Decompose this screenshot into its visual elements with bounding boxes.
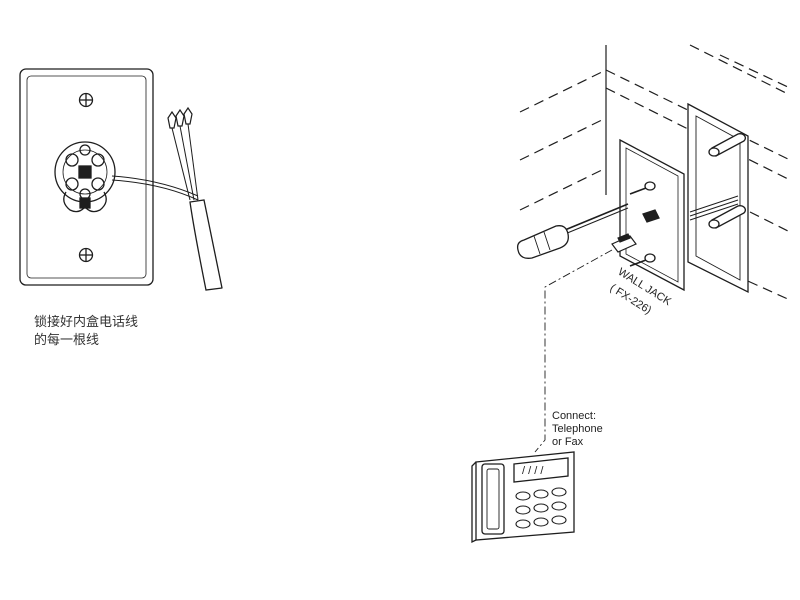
top-screw-icon xyxy=(78,92,94,108)
wall-jack-plate xyxy=(619,138,685,292)
connection-line xyxy=(534,249,613,453)
phone-wires xyxy=(111,123,199,201)
spade-connectors-icon xyxy=(167,106,193,129)
telephone-icon xyxy=(471,451,575,544)
wiring-caption-line-1: 锁接好内盒电话线 xyxy=(34,315,139,330)
jack-socket-icon xyxy=(642,209,660,223)
plate-screw-top-icon xyxy=(629,181,656,195)
wiring-caption-line-2: 的每一根线 xyxy=(34,333,100,348)
screwdriver-icon xyxy=(516,203,629,259)
connect-label-line-2: Telephone xyxy=(552,423,603,435)
left-wall-plate xyxy=(19,68,223,291)
phone-display-text: / / / / xyxy=(522,465,544,477)
bottom-screw-icon xyxy=(78,247,94,263)
plate-screw-bottom-icon xyxy=(629,253,656,267)
connect-label-line-1: Connect: xyxy=(552,410,597,422)
terminal-block-icon xyxy=(54,141,116,213)
modular-plug-icon xyxy=(611,233,637,253)
keypad xyxy=(515,487,567,529)
wall-box xyxy=(687,102,749,294)
phone-cable-jacket xyxy=(189,199,223,291)
connect-label-line-3: or Fax xyxy=(552,436,584,448)
